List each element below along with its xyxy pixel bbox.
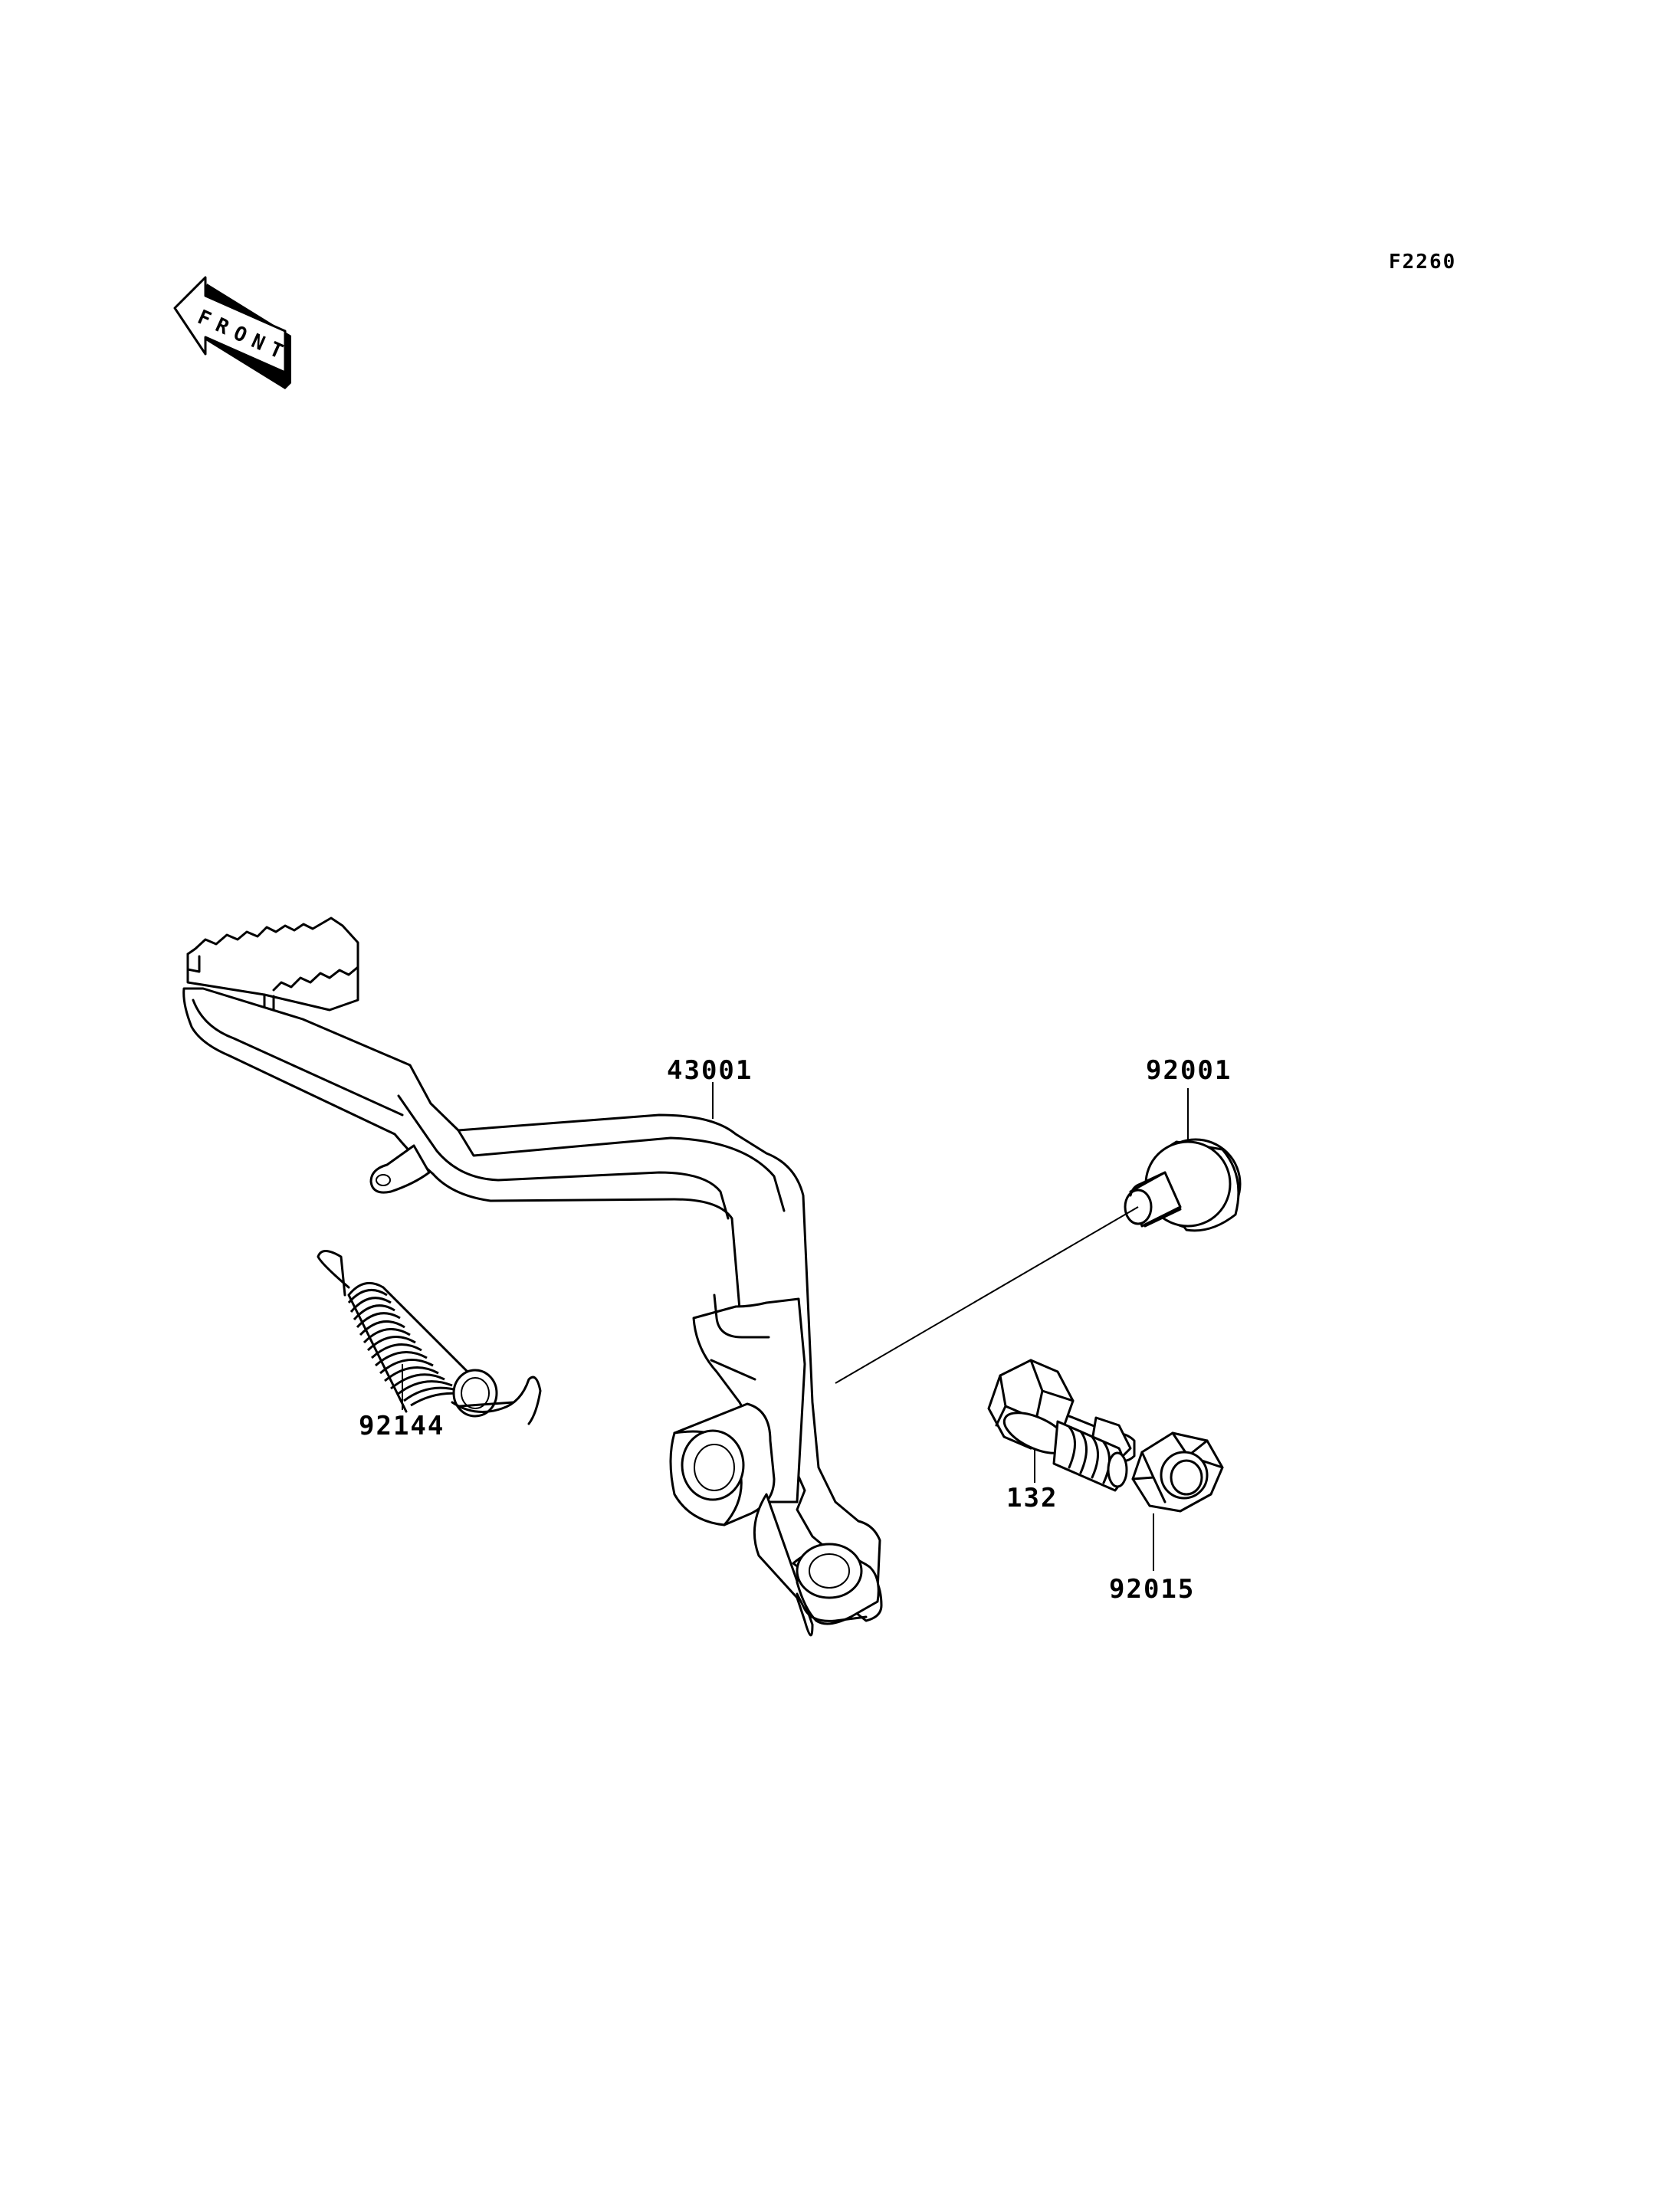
pivot-shaft-drawing bbox=[1124, 1138, 1242, 1232]
part-label-92144: 92144 bbox=[359, 1411, 445, 1441]
part-label-92001: 92001 bbox=[1146, 1055, 1232, 1086]
brake-pedal-drawing bbox=[182, 917, 883, 1637]
flange-bolt-drawing bbox=[987, 1359, 1136, 1492]
part-label-132: 132 bbox=[1006, 1483, 1058, 1513]
front-arrow-icon: FRONT bbox=[173, 276, 294, 389]
figure-code: F2260 bbox=[1389, 251, 1456, 274]
hex-nut-drawing bbox=[1131, 1431, 1224, 1513]
part-label-92015: 92015 bbox=[1109, 1574, 1195, 1605]
assembly-line bbox=[835, 1206, 1139, 1384]
part-label-43001: 43001 bbox=[667, 1055, 753, 1086]
return-spring-drawing bbox=[317, 1250, 542, 1425]
